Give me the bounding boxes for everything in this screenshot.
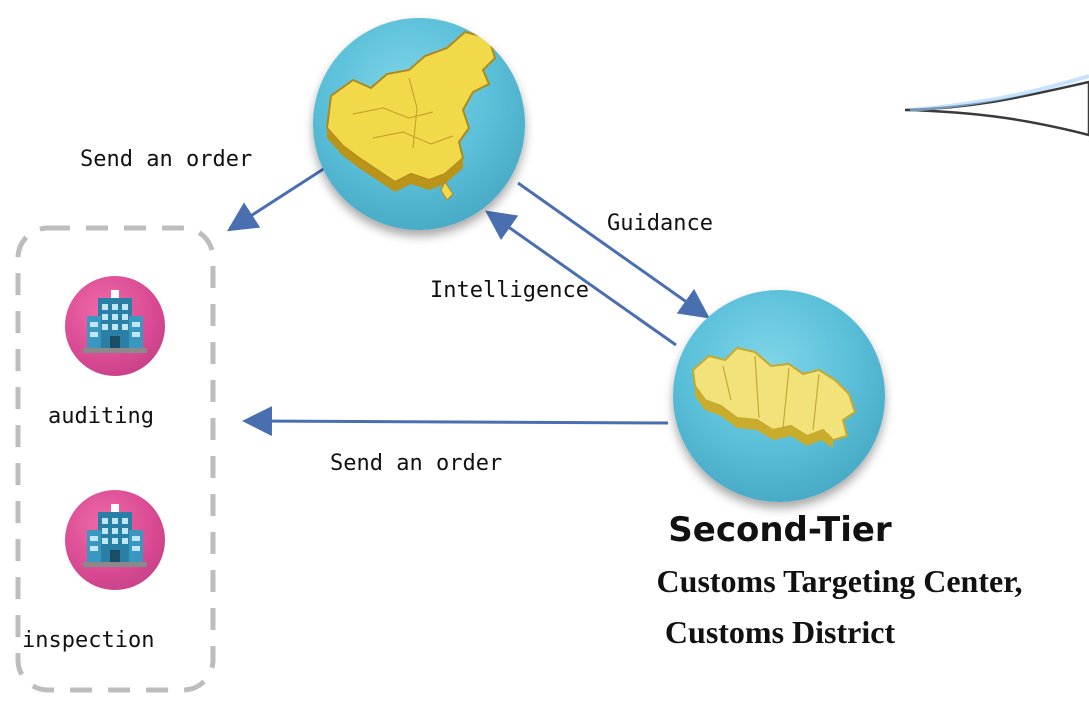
first-tier-circle: [313, 18, 525, 230]
building-icon: [83, 504, 147, 567]
label-guidance: Guidance: [607, 211, 713, 236]
arrow-guidance: [517, 181, 710, 319]
inspection-node-icon: [65, 490, 165, 590]
arrow-send-order-bottom: [242, 406, 669, 437]
node-group-box: [15, 225, 216, 693]
label-inspection: inspection: [22, 628, 155, 653]
label-send-order-bottom: Send an order: [330, 451, 503, 476]
china-map-icon: [325, 30, 497, 201]
building-icon: [83, 290, 147, 353]
second-tier-line1: Customs Targeting Center,: [656, 563, 1023, 599]
second-tier-heading: Second-Tier: [668, 510, 892, 550]
auditing-node-icon: [65, 276, 165, 376]
second-tier-line2: Customs District: [664, 614, 896, 650]
label-send-order-top: Send an order: [80, 147, 253, 172]
arrow-send-order-top: [226, 166, 326, 232]
label-auditing: auditing: [48, 404, 154, 429]
second-tier-circle: [673, 290, 885, 502]
label-intelligence: Intelligence: [430, 278, 589, 303]
arrow-intelligence: [485, 210, 677, 347]
shenzhen-map-icon: [691, 346, 857, 448]
